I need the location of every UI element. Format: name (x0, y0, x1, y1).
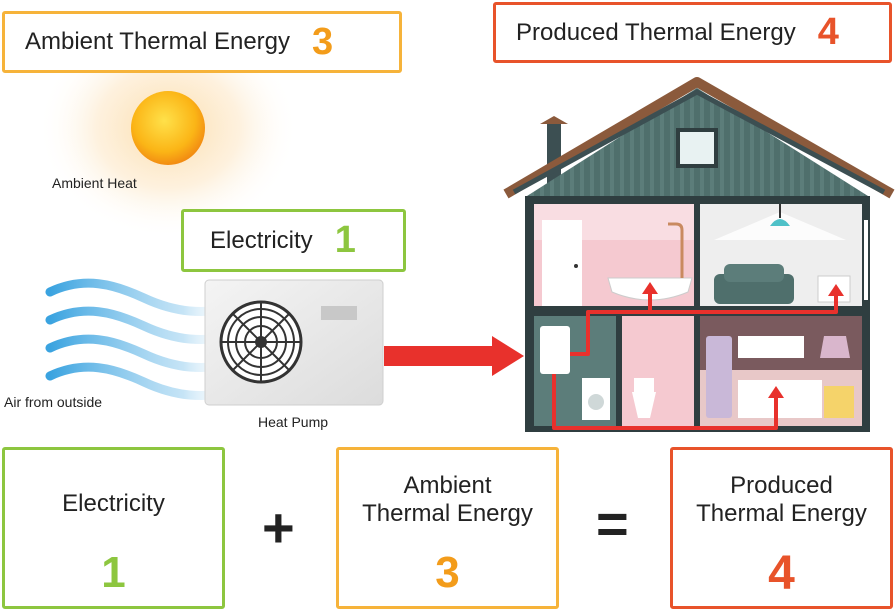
ambient-label-number: 3 (312, 20, 334, 63)
ambient-equation-box: Ambient Thermal Energy 3 (336, 447, 559, 609)
equals-sign: = (596, 492, 629, 555)
electricity-equation-number: 1 (101, 548, 126, 597)
produced-equation-number: 4 (768, 547, 795, 600)
ambient-equation-title-line1: Ambient (403, 472, 492, 499)
produced-label-text: Produced Thermal Energy (516, 18, 796, 46)
ambient-equation-number: 3 (435, 548, 460, 597)
air-from-outside-caption: Air from outside (4, 394, 103, 410)
electricity-equation-box: Electricity 1 (2, 447, 225, 609)
heat-pump-icon (204, 279, 384, 406)
produced-label-number: 4 (817, 11, 839, 53)
produced-equation-title-line2: Thermal Energy (696, 500, 867, 527)
heat-pump-caption: Heat Pump (258, 414, 329, 430)
ambient-equation-title-line2: Thermal Energy (362, 500, 533, 527)
sun-icon (38, 18, 298, 238)
ambient-label-text: Ambient Thermal Energy (25, 28, 291, 55)
produced-equation-title-line1: Produced (730, 472, 833, 499)
plus-sign: + (262, 496, 295, 559)
produced-thermal-energy-label: Produced Thermal Energy 4 (493, 2, 892, 63)
electricity-label: Electricity 1 (181, 209, 406, 272)
ambient-heat-caption: Ambient Heat (52, 175, 137, 191)
arrow-right-icon (384, 336, 524, 376)
house-icon (503, 77, 895, 432)
electricity-label-number: 1 (334, 219, 356, 261)
electricity-equation-title: Electricity (62, 490, 165, 517)
produced-equation-box: Produced Thermal Energy 4 (670, 447, 893, 609)
ambient-thermal-energy-label: Ambient Thermal Energy 3 (2, 11, 402, 73)
electricity-label-text: Electricity (210, 226, 313, 254)
